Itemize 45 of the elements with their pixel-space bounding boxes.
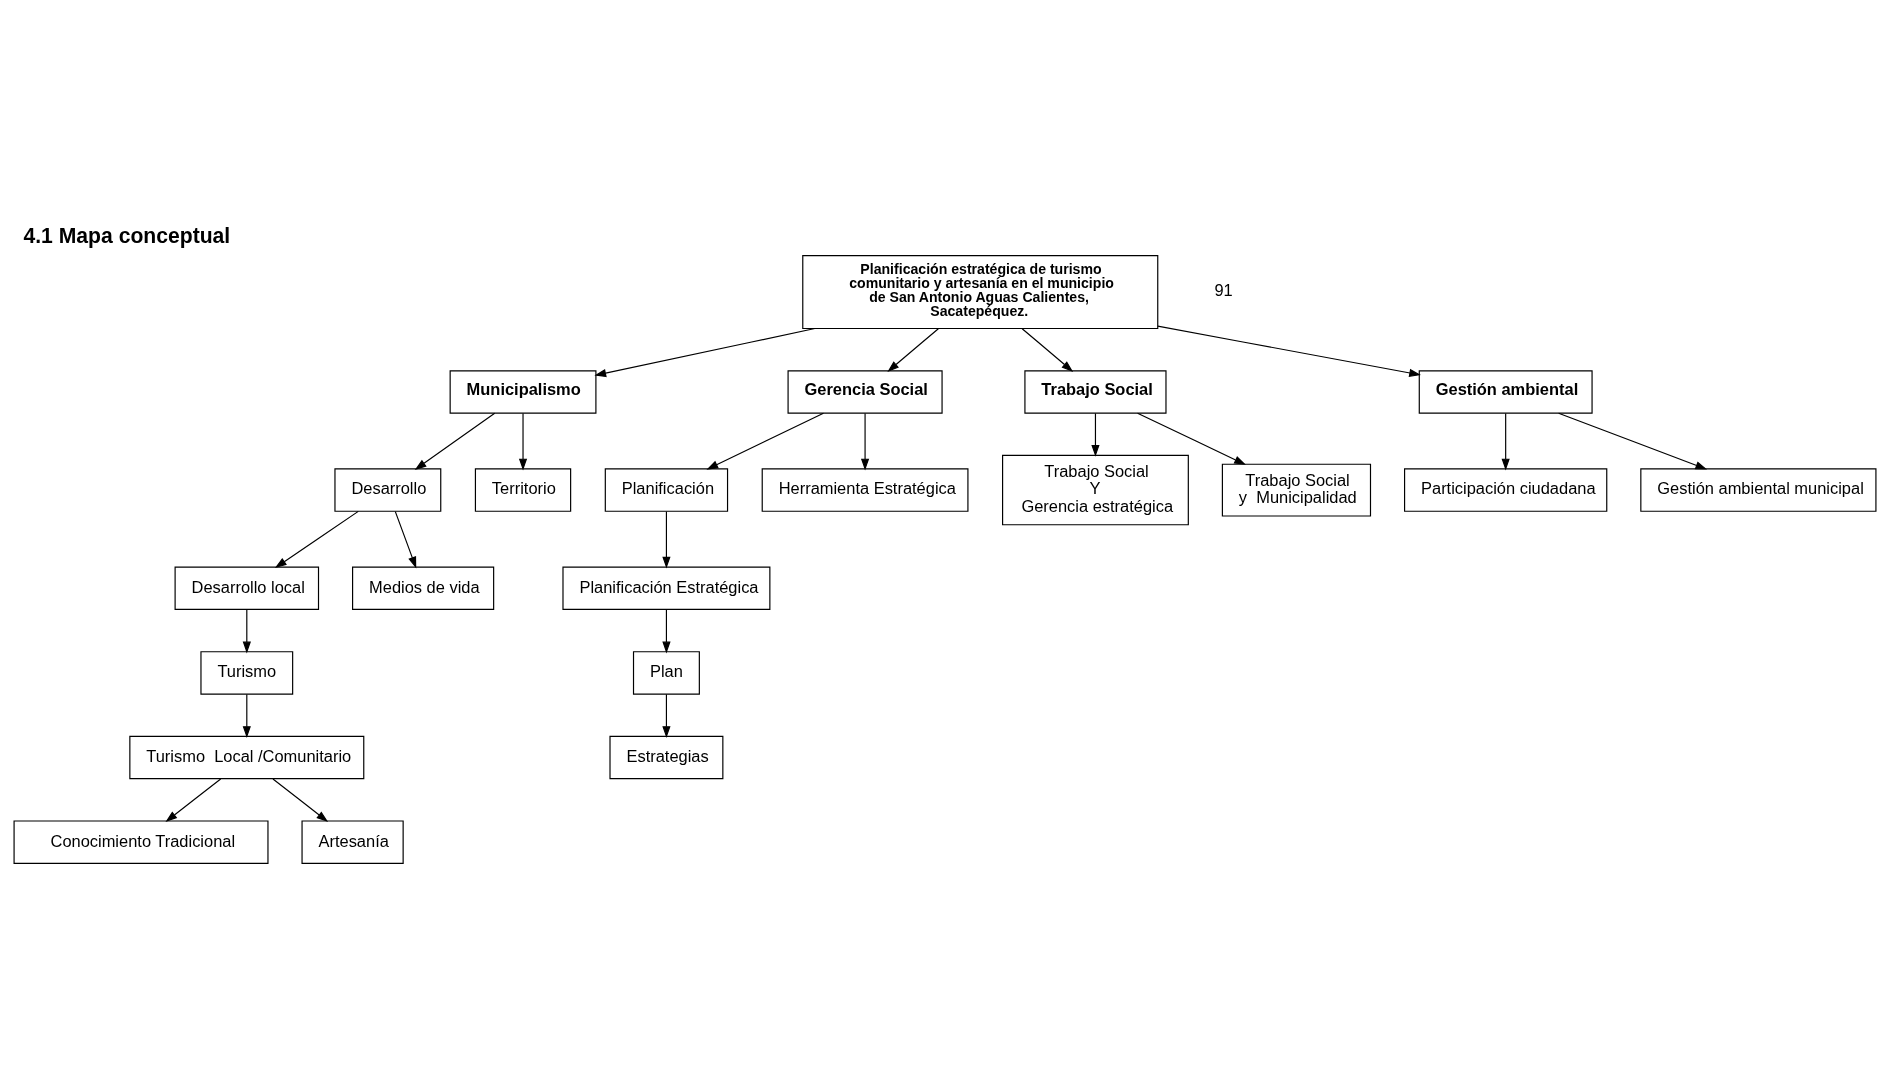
arrow	[1021, 328, 1074, 372]
arrow	[272, 778, 329, 822]
arrow	[1091, 412, 1100, 457]
node-box: Planificación Estratégica	[562, 566, 771, 610]
arrow	[887, 328, 939, 372]
arrow	[394, 511, 417, 569]
node-box: Gestión ambiental municipal	[1640, 468, 1877, 512]
arrow	[414, 412, 496, 470]
node-box: Medios de vida	[352, 566, 495, 610]
arrow	[706, 412, 824, 470]
node-box: Estrategias	[609, 735, 724, 780]
arrow	[662, 693, 671, 739]
node-box: Trabajo Social Y Gerencia estratégica	[1002, 454, 1189, 526]
node-box: Municipalismo	[449, 370, 597, 414]
node-box: Planificación	[604, 468, 729, 512]
node-box: Trabajo Social	[1024, 370, 1167, 414]
label: 91	[1214, 281, 1233, 300]
node-box: Participación ciudadana	[1404, 468, 1608, 512]
arrow	[242, 609, 251, 654]
node-box: Herramienta Estratégica	[761, 468, 969, 512]
node-box: Turismo	[200, 651, 294, 695]
node-box: Artesanía	[301, 820, 404, 864]
node-box: Turismo Local /Comunitario	[129, 735, 365, 780]
arrow	[860, 412, 870, 471]
arrow	[1137, 412, 1246, 465]
node-box: Territorio	[474, 468, 572, 512]
arrow	[662, 511, 671, 569]
node-box: Gerencia Social	[787, 370, 943, 414]
arrow	[594, 327, 816, 378]
node-box: Desarrollo local	[174, 566, 320, 610]
node-box: Gestión ambiental	[1418, 370, 1593, 414]
arrow	[662, 609, 671, 654]
node-box: Desarrollo	[334, 468, 442, 512]
arrow	[518, 412, 528, 471]
node-box: Trabajo Social y Municipalidad	[1221, 463, 1372, 517]
diagram-title: 4.1 Mapa conceptual	[23, 224, 231, 248]
node-box: Planificación estratégica de turismo comunitario y artesanía en el municipio de San Antonio Aguas Calientes, Sacatepéquez.	[802, 255, 1159, 330]
node-box: Plan	[632, 651, 700, 695]
arrow	[274, 510, 359, 569]
arrow	[1157, 325, 1421, 377]
arrow	[242, 693, 251, 739]
node-box: Conocimiento Tradicional	[13, 820, 269, 864]
arrow	[165, 778, 222, 822]
arrow	[1558, 412, 1708, 470]
arrow	[1501, 412, 1510, 471]
